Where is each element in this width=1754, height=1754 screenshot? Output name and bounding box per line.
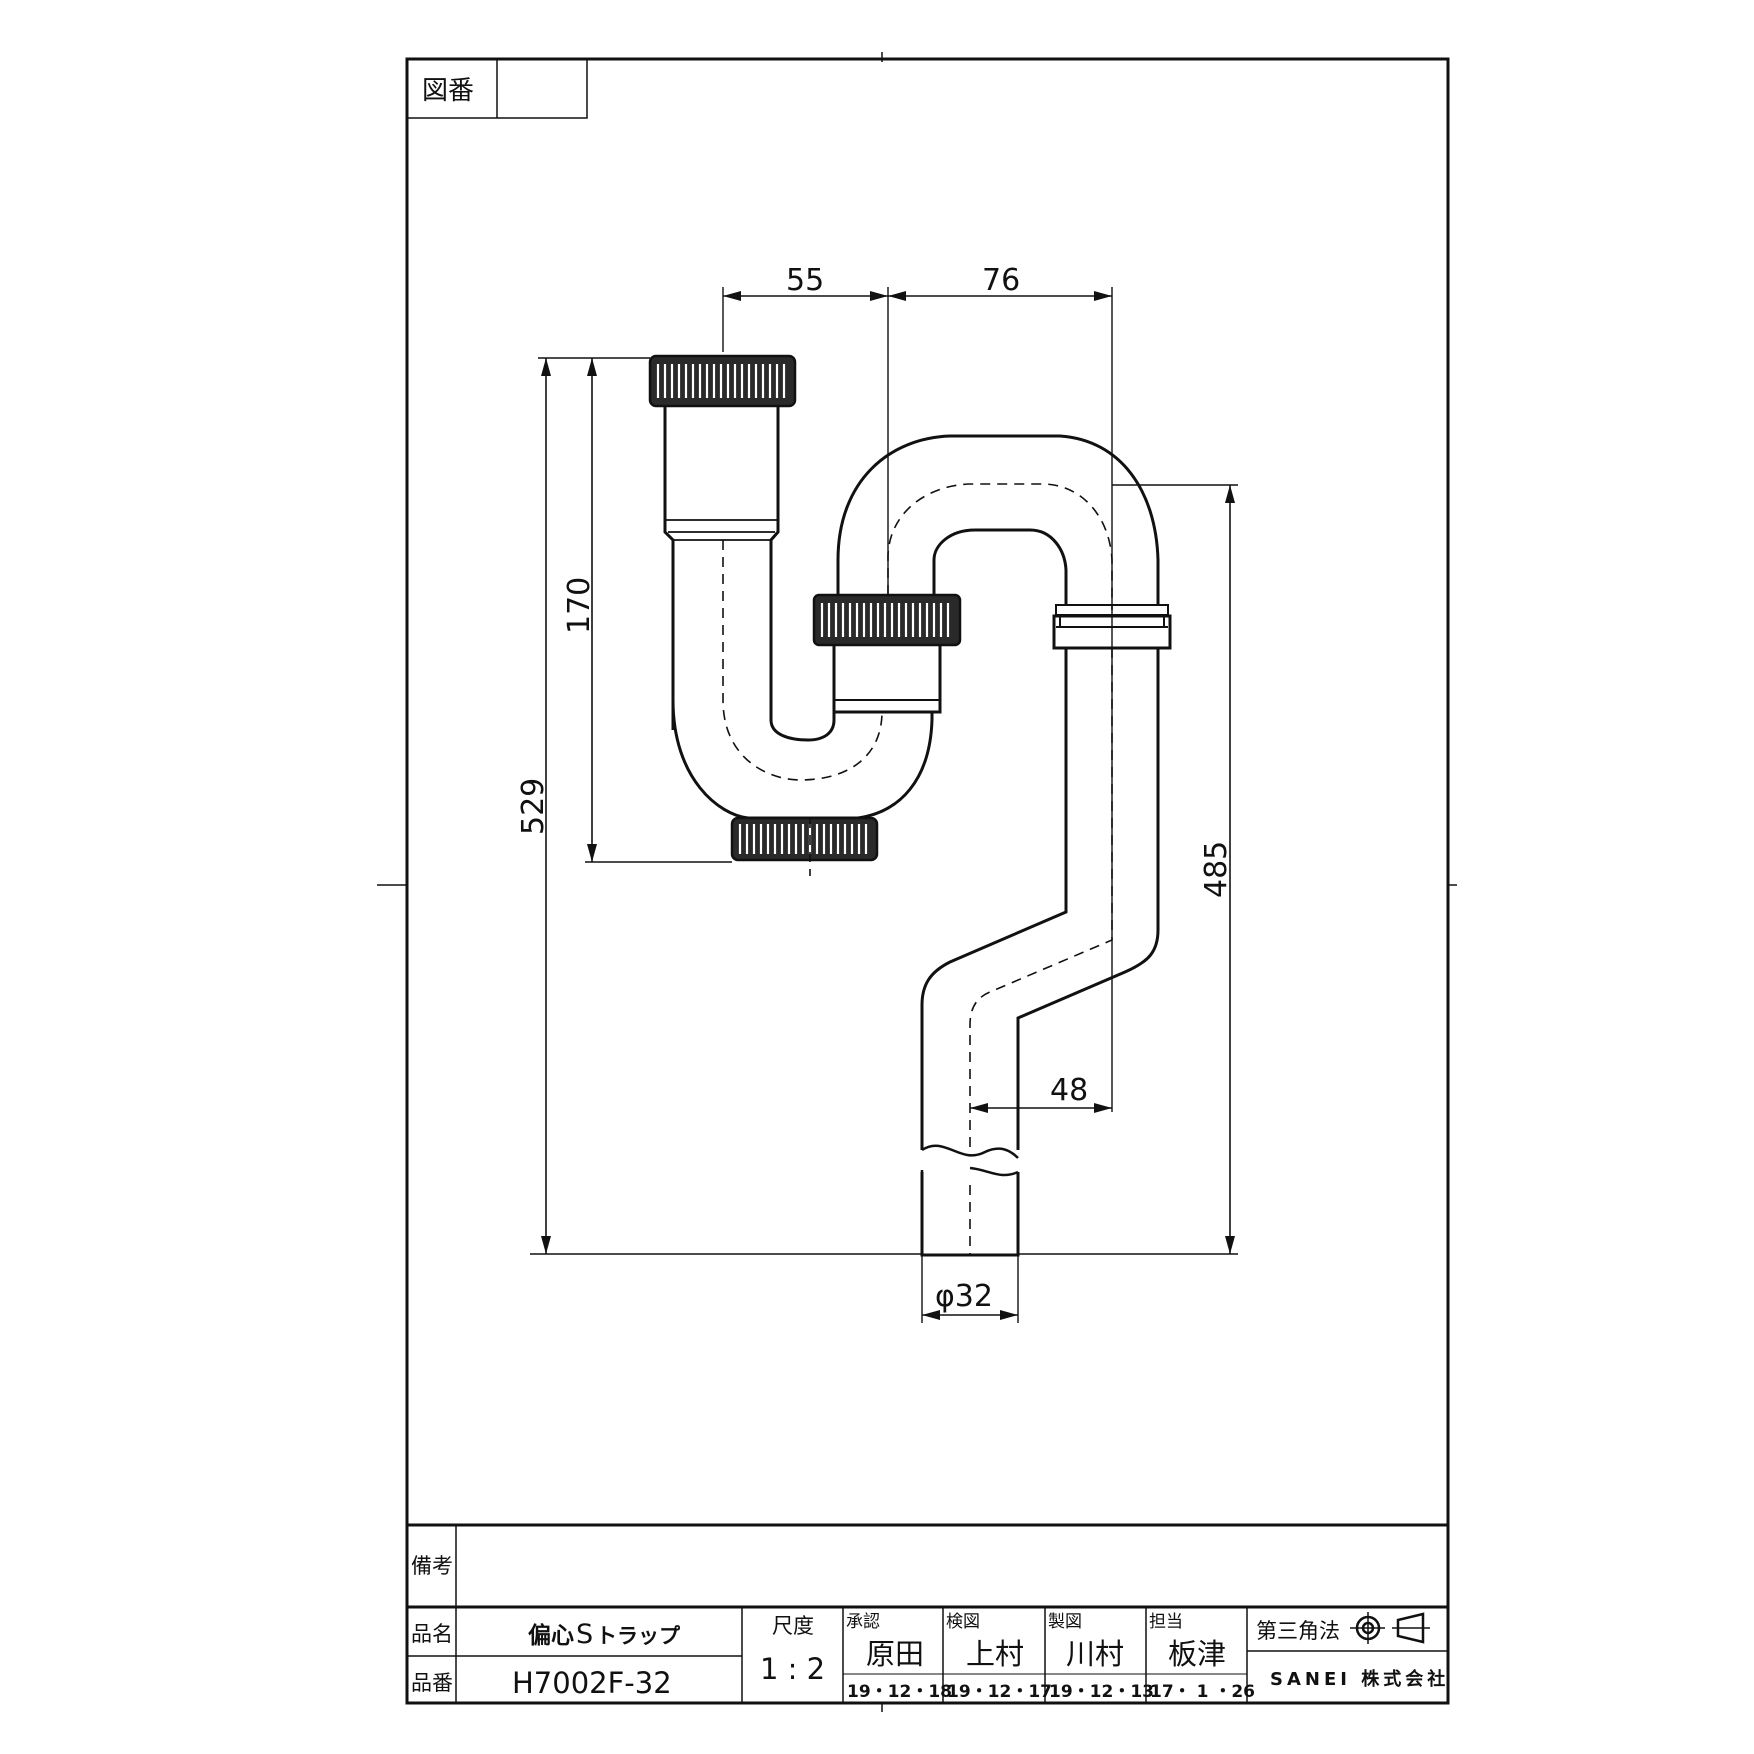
dim-55: 55 xyxy=(786,263,824,298)
figure-number-label: 図番 xyxy=(422,76,474,106)
scale-value: 1 : 2 xyxy=(760,1652,825,1686)
draw-label: 製図 xyxy=(1048,1612,1082,1632)
outlet-pipe xyxy=(920,648,1160,1150)
product-name-label: 品名 xyxy=(411,1622,453,1646)
draw-name: 川村 xyxy=(1066,1637,1124,1671)
charge-date: 17・ 1 ・26 xyxy=(1150,1682,1255,1702)
third-angle-projection-icon xyxy=(1350,1612,1430,1644)
middle-sleeve xyxy=(832,645,942,714)
top-union-nut xyxy=(648,354,797,408)
product-name-s: S xyxy=(576,1619,593,1650)
charge-name: 板津 xyxy=(1168,1637,1226,1671)
dim-phi-32: φ32 xyxy=(935,1279,993,1314)
inlet-sleeve xyxy=(663,406,780,730)
dim-529: 529 xyxy=(516,778,551,835)
approval-name: 原田 xyxy=(866,1637,924,1671)
dim-76: 76 xyxy=(982,263,1020,298)
break-line-upper xyxy=(921,1144,1019,1159)
approval-date: 19・12・18 xyxy=(847,1682,952,1702)
dim-485: 485 xyxy=(1199,841,1234,898)
product-name-prefix: 偏心 xyxy=(528,1622,574,1649)
remarks-label: 備考 xyxy=(411,1554,453,1578)
u-bend xyxy=(671,540,934,820)
approval-label: 承認 xyxy=(846,1612,880,1632)
s-trap-drawing xyxy=(648,354,1172,1257)
part-number-value: H7002F-32 xyxy=(512,1666,672,1700)
middle-union-nut xyxy=(812,593,962,647)
dimensions: 55 76 529 170 485 48 xyxy=(516,263,1238,1323)
upper-bend-outer xyxy=(836,434,1160,605)
company-name: SANEI 株式会社 xyxy=(1270,1668,1449,1690)
projection-label: 第三角法 xyxy=(1256,1619,1340,1643)
product-name-suffix: トラップ xyxy=(596,1624,681,1648)
draw-date: 19・12・13 xyxy=(1049,1682,1154,1702)
title-block: 備考 品名 偏心 S トラップ 品番 H7002F-32 尺度 1 : 2 承認… xyxy=(407,1523,1449,1703)
scale-label: 尺度 xyxy=(772,1614,814,1638)
dim-170: 170 xyxy=(562,577,597,634)
charge-label: 担当 xyxy=(1149,1612,1183,1632)
upper-bend-inner xyxy=(932,528,1068,605)
dim-48: 48 xyxy=(1050,1073,1088,1108)
figure-number-box: 図番 xyxy=(406,58,588,119)
break-line-lower xyxy=(920,1166,1019,1177)
inspect-label: 検図 xyxy=(946,1612,980,1632)
bottom-cleanout-nut xyxy=(730,816,879,862)
part-number-label: 品番 xyxy=(411,1671,453,1695)
drawing-border xyxy=(405,57,1450,1705)
inspect-name: 上村 xyxy=(966,1637,1024,1671)
inspect-date: 19・12・17 xyxy=(947,1682,1052,1702)
